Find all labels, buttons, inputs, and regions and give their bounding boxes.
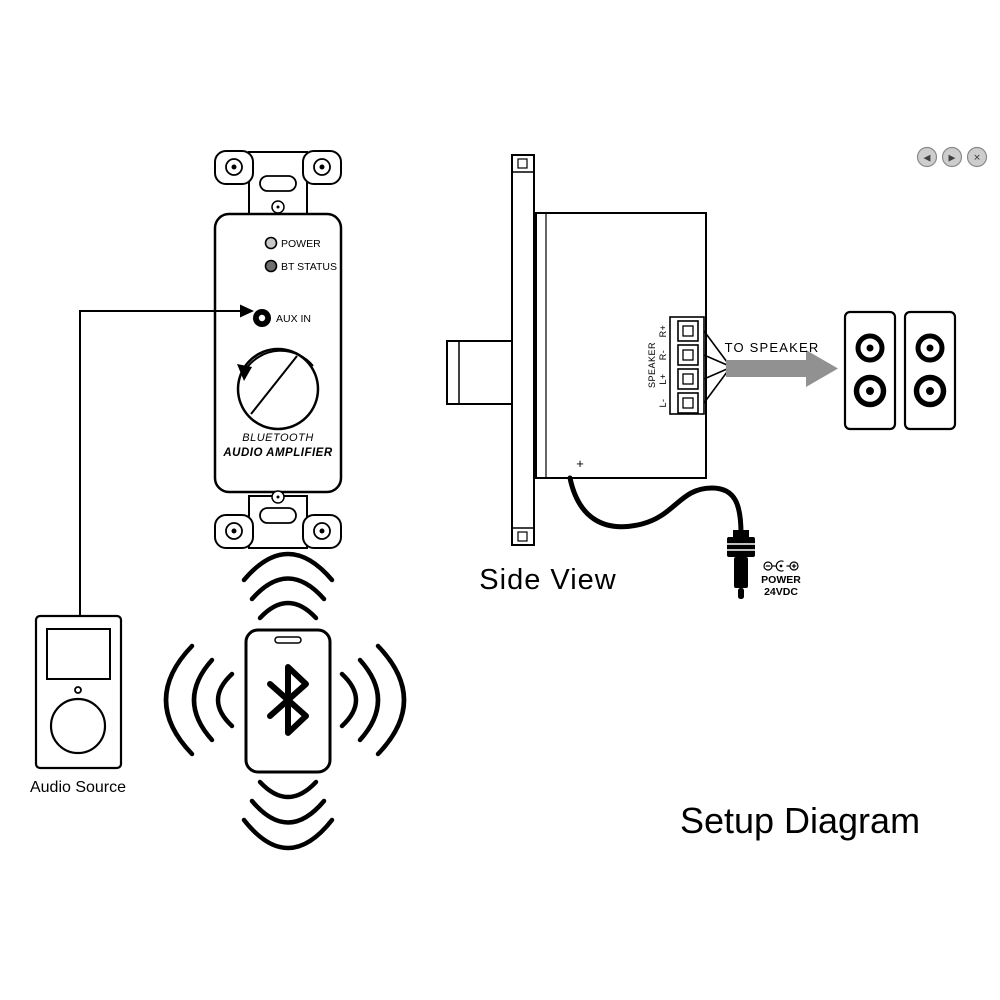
to-speaker-arrow [726,350,838,387]
gallery-controls: ◀ ▶ ✕ [916,146,988,168]
pin-label: L- [658,398,668,407]
brand-line2: AUDIO AMPLIFIER [222,447,332,459]
top-mounting-bracket [214,150,342,219]
pin-label: R+ [658,325,668,338]
speaker-plate-left [843,310,897,431]
mounting-slot-bottom [259,507,297,524]
side-view: SPEAKER R+ R- L+ L- TO SPEAKER + [446,154,838,599]
speaker-group-label: SPEAKER [647,342,657,388]
speaker-terminal-block: SPEAKER R+ R- L+ L- [647,316,705,415]
aux-in-label: AUX IN [276,313,311,325]
wave-right-inner [339,671,359,729]
speaker-plate-right [903,310,957,431]
right-arrow-icon[interactable]: ▶ [949,153,956,163]
dc-polarity-icon [763,560,799,572]
aux-connection-line [79,304,254,616]
speaker-wires [703,330,728,404]
audio-source-screen [46,628,111,680]
wave-bottom-outer [241,817,335,851]
wall-plate-front-view: POWER BT STATUS AUX IN BLUETOOTH AUDIO A… [213,150,343,549]
wave-top-outer [241,551,335,583]
pin-label: R- [658,350,668,361]
side-view-caption: Side View [479,564,616,596]
power-led-label: POWER [281,238,321,250]
wave-left-mid [191,657,215,743]
gallery-close-button[interactable]: ✕ [966,146,988,168]
gallery-prev-button[interactable]: ◀ [916,146,938,168]
wave-left-inner [215,671,235,729]
power-cable [567,475,744,537]
smartphone [244,628,332,774]
knob-side-view [446,340,513,405]
faceplate-edge [511,154,535,546]
voltage-label: 24VDC [764,586,798,598]
wave-top-inner [257,600,319,621]
volume-knob[interactable] [236,347,320,431]
rotation-arrowhead [237,364,252,381]
power-led [264,236,278,250]
wave-bottom-inner [257,779,319,800]
aux-in-jack[interactable] [253,309,271,327]
wave-right-outer [375,643,407,757]
diagram-title: Setup Diagram [680,800,920,841]
dc-barrel-connector [727,530,755,599]
left-arrow-icon[interactable]: ◀ [924,153,931,163]
gallery-next-button[interactable]: ▶ [941,146,963,168]
power-supply-label: POWER [761,574,801,586]
pin-label: L+ [658,373,668,384]
audio-source-device [34,614,123,770]
bluetooth-icon [267,664,309,736]
wave-left-outer [163,643,195,757]
wireless-signal-waves [163,551,407,851]
mounting-screw-top [271,200,285,214]
wave-top-mid [249,576,327,602]
bt-status-led-label: BT STATUS [281,261,337,273]
arrowhead [240,304,254,318]
close-icon[interactable]: ✕ [973,153,981,163]
bt-status-led [264,259,278,273]
click-wheel [49,697,107,755]
bottom-mounting-bracket [214,490,342,549]
polarity-plus-label: + [576,456,584,471]
wave-right-mid [357,657,381,743]
phone-speaker-slot [274,636,302,644]
brand-line1: BLUETOOTH [242,432,314,444]
wave-bottom-mid [249,798,327,825]
audio-source-caption: Audio Source [30,779,126,796]
to-speaker-label: TO SPEAKER [725,340,820,355]
mounting-slot-top [259,175,297,192]
